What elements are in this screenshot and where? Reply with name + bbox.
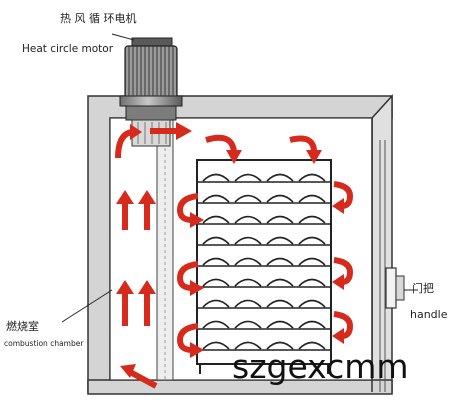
tray-item xyxy=(202,236,230,245)
tray-item xyxy=(234,194,262,203)
curved-arrow xyxy=(289,135,322,164)
curl-arrow-right xyxy=(332,257,354,290)
partition-wall xyxy=(156,117,174,381)
watermark: szgexcmm xyxy=(232,347,409,386)
tray-item xyxy=(202,215,230,224)
outflow-arrow xyxy=(150,122,192,140)
tray-item xyxy=(298,341,326,350)
tray-item xyxy=(234,236,262,245)
tray-item xyxy=(298,299,326,308)
tray-item xyxy=(234,257,262,266)
tray-item xyxy=(266,341,294,350)
tray-item xyxy=(298,257,326,266)
tray-item xyxy=(202,341,230,350)
tray-item xyxy=(234,173,262,182)
tray-item xyxy=(266,320,294,329)
tray-item xyxy=(202,257,230,266)
upward-arrow xyxy=(138,280,156,326)
curl-arrow-left xyxy=(176,193,204,228)
curl-arrow-left xyxy=(176,261,204,296)
tray-item xyxy=(298,194,326,203)
tray-item xyxy=(266,215,294,224)
tray-rack xyxy=(196,159,332,374)
curl-arrow-left xyxy=(176,323,204,358)
tray-item xyxy=(298,215,326,224)
curl-arrow-right xyxy=(332,311,354,344)
tray-item xyxy=(298,236,326,245)
tray-item xyxy=(266,299,294,308)
tray-item xyxy=(298,278,326,287)
tray-item xyxy=(266,173,294,182)
tray-item xyxy=(234,341,262,350)
upward-arrow xyxy=(116,280,134,326)
tray-item xyxy=(202,278,230,287)
tray-item xyxy=(202,173,230,182)
curved-arrow xyxy=(115,124,142,159)
chamber-label-cn: 燃烧室 xyxy=(6,319,39,333)
handle-label-en: handle xyxy=(410,308,448,321)
tray-item xyxy=(234,320,262,329)
leader-lines xyxy=(61,33,418,323)
airflow-arrows xyxy=(115,122,354,389)
curved-arrow xyxy=(205,134,242,164)
tray-item xyxy=(266,236,294,245)
door-handle xyxy=(385,267,405,309)
chamber-label-en: combustion chamber xyxy=(4,339,84,348)
motor-label-en: Heat circle motor xyxy=(22,43,114,55)
tray-item xyxy=(266,278,294,287)
tray-item xyxy=(298,173,326,182)
motor-label-cn: 热 风 循 环电机 xyxy=(60,11,137,25)
curl-arrow-right xyxy=(332,181,354,214)
tray-item xyxy=(202,320,230,329)
tray-item xyxy=(266,257,294,266)
tray-item xyxy=(234,299,262,308)
tray-item xyxy=(298,320,326,329)
tray-item xyxy=(266,194,294,203)
tray-item xyxy=(234,278,262,287)
upward-arrow xyxy=(116,190,134,230)
tray-item xyxy=(202,299,230,308)
inflow-arrow xyxy=(120,364,158,389)
upward-arrow xyxy=(138,190,156,230)
tray-item xyxy=(202,194,230,203)
handle-label-cn: 门把 xyxy=(412,281,434,295)
tray-item xyxy=(234,215,262,224)
